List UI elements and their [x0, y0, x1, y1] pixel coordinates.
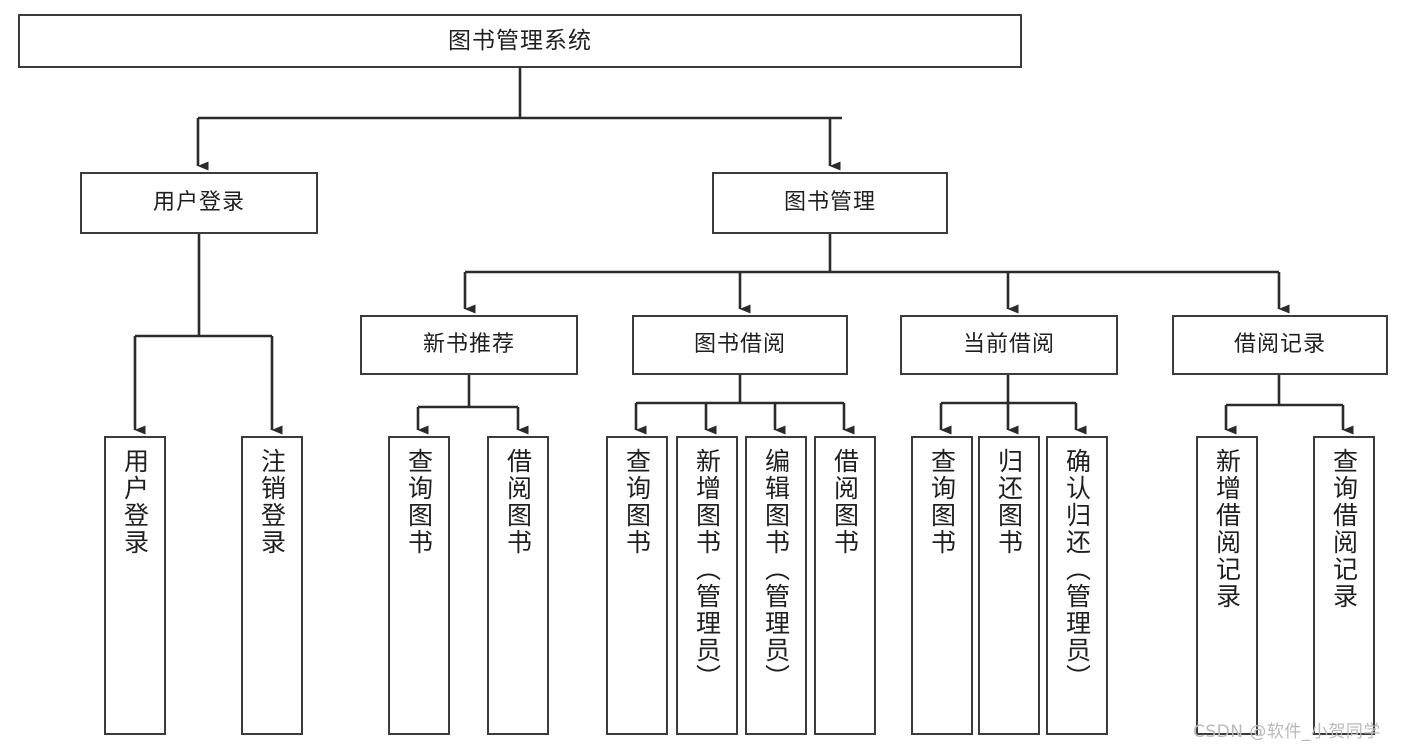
node-label: 注销登录 [257, 448, 287, 556]
node-label: 图书管理 [783, 190, 876, 216]
node-label: 新书推荐 [422, 332, 515, 358]
node-book-borrow[interactable]: 图书借阅 [632, 315, 848, 375]
node-leaf-query-book-borrow[interactable]: 查询图书 [606, 436, 668, 735]
node-current-borrow[interactable]: 当前借阅 [900, 315, 1118, 375]
node-label: 用户登录 [152, 190, 245, 216]
node-borrow-record[interactable]: 借阅记录 [1172, 315, 1388, 375]
watermark-text: CSDN @软件_小贺同学 [1193, 722, 1381, 742]
node-label: 查询图书 [927, 448, 957, 556]
node-label: 借阅图书 [830, 448, 860, 556]
node-leaf-borrow-book-recommend[interactable]: 借阅图书 [487, 436, 549, 735]
node-leaf-user-logout[interactable]: 注销登录 [241, 436, 303, 735]
node-label: 查询借阅记录 [1329, 448, 1359, 610]
node-label: 确认归还（管理员） [1062, 448, 1092, 691]
node-label: 查询图书 [622, 448, 652, 556]
node-leaf-query-book-recommend[interactable]: 查询图书 [388, 436, 450, 735]
node-leaf-confirm-return-admin[interactable]: 确认归还（管理员） [1046, 436, 1108, 735]
node-label: 图书管理系统 [448, 27, 592, 54]
node-leaf-borrow-book[interactable]: 借阅图书 [814, 436, 876, 735]
node-label: 新增借阅记录 [1212, 448, 1242, 610]
node-leaf-add-book-admin[interactable]: 新增图书（管理员） [676, 436, 738, 735]
node-user-login[interactable]: 用户登录 [80, 172, 318, 234]
node-label: 借阅记录 [1233, 332, 1326, 358]
node-book-management[interactable]: 图书管理 [712, 172, 948, 234]
node-leaf-return-book[interactable]: 归还图书 [978, 436, 1040, 735]
node-label: 编辑图书（管理员） [761, 448, 791, 691]
node-leaf-user-login[interactable]: 用户登录 [104, 436, 166, 735]
node-label: 图书借阅 [693, 332, 786, 358]
node-leaf-query-book-current[interactable]: 查询图书 [911, 436, 973, 735]
node-root-library-management-system[interactable]: 图书管理系统 [18, 14, 1022, 68]
node-leaf-add-borrow-record[interactable]: 新增借阅记录 [1196, 436, 1258, 735]
node-label: 新增图书（管理员） [692, 448, 722, 691]
node-label: 归还图书 [994, 448, 1024, 556]
node-label: 用户登录 [120, 448, 150, 556]
node-label: 借阅图书 [503, 448, 533, 556]
node-leaf-query-borrow-record[interactable]: 查询借阅记录 [1313, 436, 1375, 735]
node-label: 查询图书 [404, 448, 434, 556]
node-leaf-edit-book-admin[interactable]: 编辑图书（管理员） [745, 436, 807, 735]
node-label: 当前借阅 [962, 332, 1055, 358]
node-new-book-recommend[interactable]: 新书推荐 [360, 315, 578, 375]
